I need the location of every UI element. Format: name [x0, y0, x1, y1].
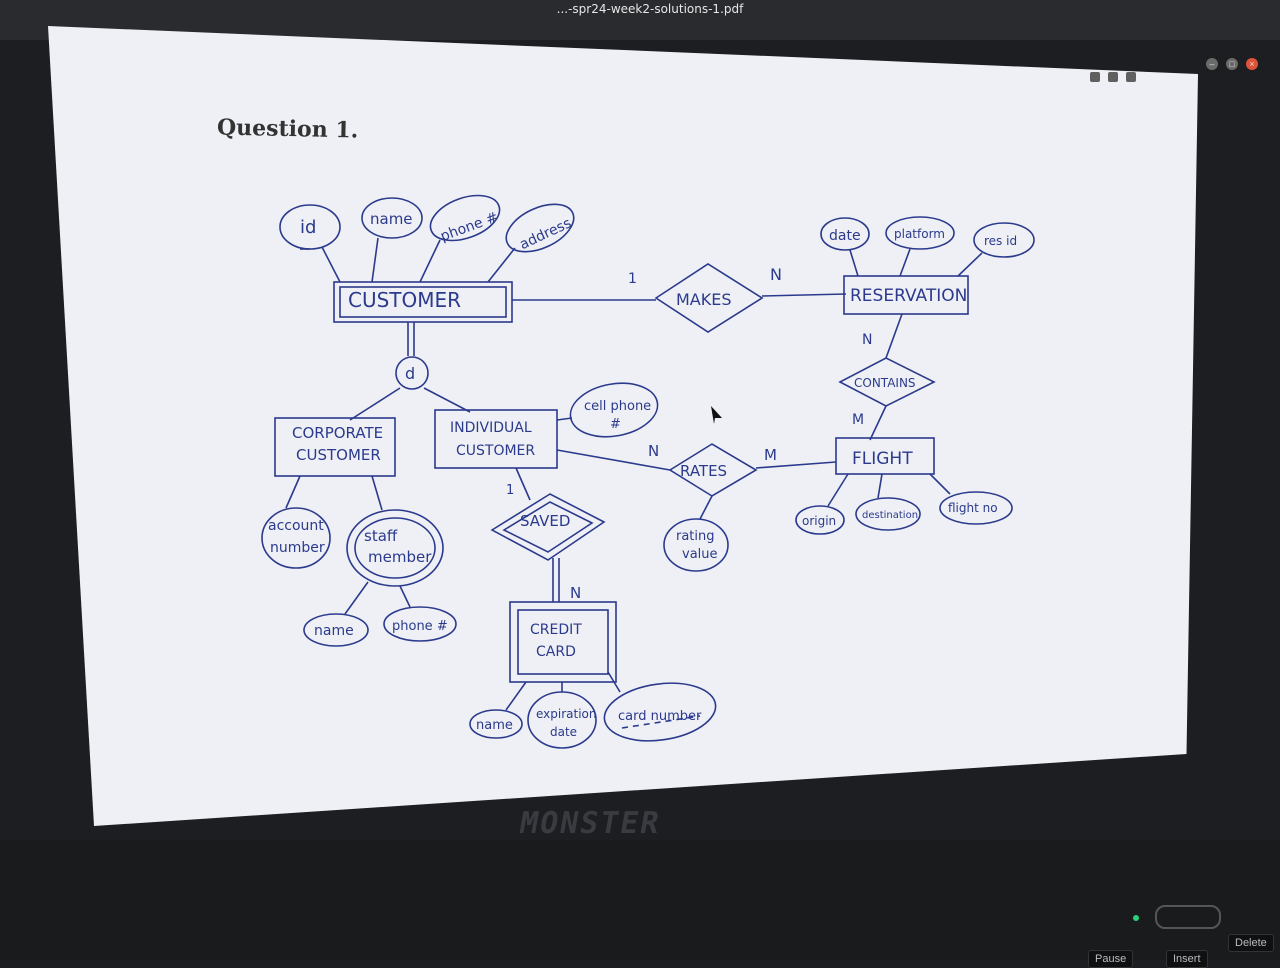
attr-name: name — [361, 197, 423, 283]
attr-account-number-label-2: number — [270, 540, 325, 556]
entity-flight-label: FLIGHT — [852, 449, 913, 469]
relationship-saved: SAVED 1 N — [490, 467, 606, 602]
entity-corporate-label-1: CORPORATE — [292, 424, 383, 442]
attr-rating-value-label-1: rating — [676, 529, 715, 544]
entity-corporate-customer: CORPORATE CUSTOMER — [274, 417, 396, 477]
attr-date: date — [820, 217, 870, 277]
entity-individual-label-2: CUSTOMER — [456, 443, 535, 459]
attr-staff-member-label-1: staff — [364, 527, 398, 545]
attr-cell-phone-label-1: cell phone — [584, 399, 651, 414]
mouse-cursor-icon — [711, 406, 722, 424]
attr-staff-phone: phone # — [383, 585, 457, 642]
entity-customer: CUSTOMER — [333, 281, 513, 323]
key-pause[interactable]: Pause — [1088, 950, 1134, 968]
entity-corporate-label-2: CUSTOMER — [296, 446, 381, 464]
entity-reservation: RESERVATION — [843, 275, 969, 315]
attr-id-label: id — [300, 217, 316, 238]
attr-flight-no-label: flight no — [948, 501, 998, 515]
attr-card-number: card number — [603, 671, 717, 742]
cardinality-saved-card: N — [570, 584, 581, 602]
attr-staff-member-label-2: member — [368, 548, 432, 566]
attr-phone: phone # — [419, 194, 501, 283]
window-title: ...-spr24-week2-solutions-1.pdf — [556, 2, 744, 16]
laptop-keyboard: Pause Insert Delete — [0, 840, 1280, 968]
toolbar-button-1-icon[interactable] — [1090, 72, 1100, 82]
attr-staff-name-label: name — [314, 623, 354, 639]
attr-expiration-date-label-2: date — [550, 725, 577, 739]
pdf-viewer-screen — [48, 26, 1198, 826]
attr-staff-name: name — [303, 581, 369, 647]
entity-individual-label-1: INDIVIDUAL — [450, 420, 532, 436]
attr-res-id: res id — [957, 222, 1035, 277]
attr-platform: platform — [885, 216, 955, 277]
power-led-icon — [1133, 915, 1139, 921]
toolbar-button-2-icon[interactable] — [1108, 72, 1118, 82]
specialization-d-label: d — [405, 364, 415, 383]
attr-cell-phone: cell phone # — [556, 382, 659, 438]
maximize-icon[interactable]: □ — [1226, 58, 1238, 70]
close-icon[interactable]: × — [1246, 58, 1258, 70]
attr-origin: origin — [795, 473, 849, 535]
cardinality-rates-flight: M — [764, 446, 777, 464]
specialization-disjoint: d — [349, 322, 471, 421]
key-insert[interactable]: Insert — [1166, 950, 1208, 968]
power-button[interactable] — [1155, 905, 1221, 929]
attr-destination: destination — [855, 473, 921, 531]
attr-rating-value: rating value — [663, 495, 729, 572]
cardinality-contains-flight: M — [852, 412, 864, 428]
attr-card-number-label: card number — [618, 709, 702, 724]
entity-credit-card-label-2: CARD — [536, 644, 576, 660]
attr-platform-label: platform — [894, 227, 945, 241]
window-controls: – □ × — [1206, 58, 1258, 70]
attr-flight-no: flight no — [929, 473, 1013, 525]
entity-individual-customer: INDIVIDUAL CUSTOMER — [434, 409, 558, 469]
attr-staff-phone-label: phone # — [392, 619, 448, 634]
entity-reservation-label: RESERVATION — [850, 286, 967, 306]
attr-account-number: account number — [261, 475, 331, 569]
entity-credit-card: CREDIT CARD — [509, 601, 617, 683]
entity-credit-card-label-1: CREDIT — [530, 622, 582, 638]
attr-card-name: name — [469, 681, 527, 739]
viewer-toolbar — [1090, 72, 1136, 82]
attr-rating-value-label-2: value — [682, 547, 718, 562]
relationship-saved-label: SAVED — [520, 512, 570, 530]
cardinality-saved-individual: 1 — [506, 483, 514, 498]
attr-id: id — [279, 204, 341, 283]
attr-origin-label: origin — [802, 514, 836, 528]
laptop-brand-logo: MONSTER — [516, 806, 664, 841]
attr-account-number-label-1: account — [268, 518, 324, 534]
relationship-contains-label: CONTAINS — [854, 376, 916, 390]
relationship-rates: RATES N M — [556, 442, 837, 497]
attr-phone-label: phone # — [438, 209, 500, 245]
attr-destination-label: destination — [862, 510, 918, 521]
relationship-makes: MAKES 1 N — [512, 263, 847, 333]
attr-res-id-label: res id — [984, 234, 1017, 248]
cardinality-rates-individual: N — [648, 442, 659, 460]
cardinality-contains-reservation: N — [862, 332, 872, 348]
cardinality-makes-customer: 1 — [628, 271, 637, 287]
entity-flight: FLIGHT — [835, 437, 935, 475]
relationship-rates-label: RATES — [680, 462, 727, 480]
attr-expiration-date-label-1: expiration — [536, 707, 597, 721]
cardinality-makes-reservation: N — [770, 265, 782, 284]
attr-card-name-label: name — [476, 718, 513, 733]
attr-name-label: name — [370, 210, 413, 228]
entity-customer-label: CUSTOMER — [348, 288, 461, 312]
attr-staff-member: staff member — [346, 475, 444, 587]
relationship-makes-label: MAKES — [676, 290, 732, 309]
attr-cell-phone-label-2: # — [610, 417, 621, 432]
attr-date-label: date — [829, 228, 861, 244]
key-delete[interactable]: Delete — [1228, 934, 1274, 952]
attr-expiration-date: expiration date — [527, 682, 597, 749]
attr-address: address — [487, 203, 575, 283]
toolbar-button-3-icon[interactable] — [1126, 72, 1136, 82]
relationship-contains: CONTAINS N M — [838, 313, 936, 441]
minimize-icon[interactable]: – — [1206, 58, 1218, 70]
